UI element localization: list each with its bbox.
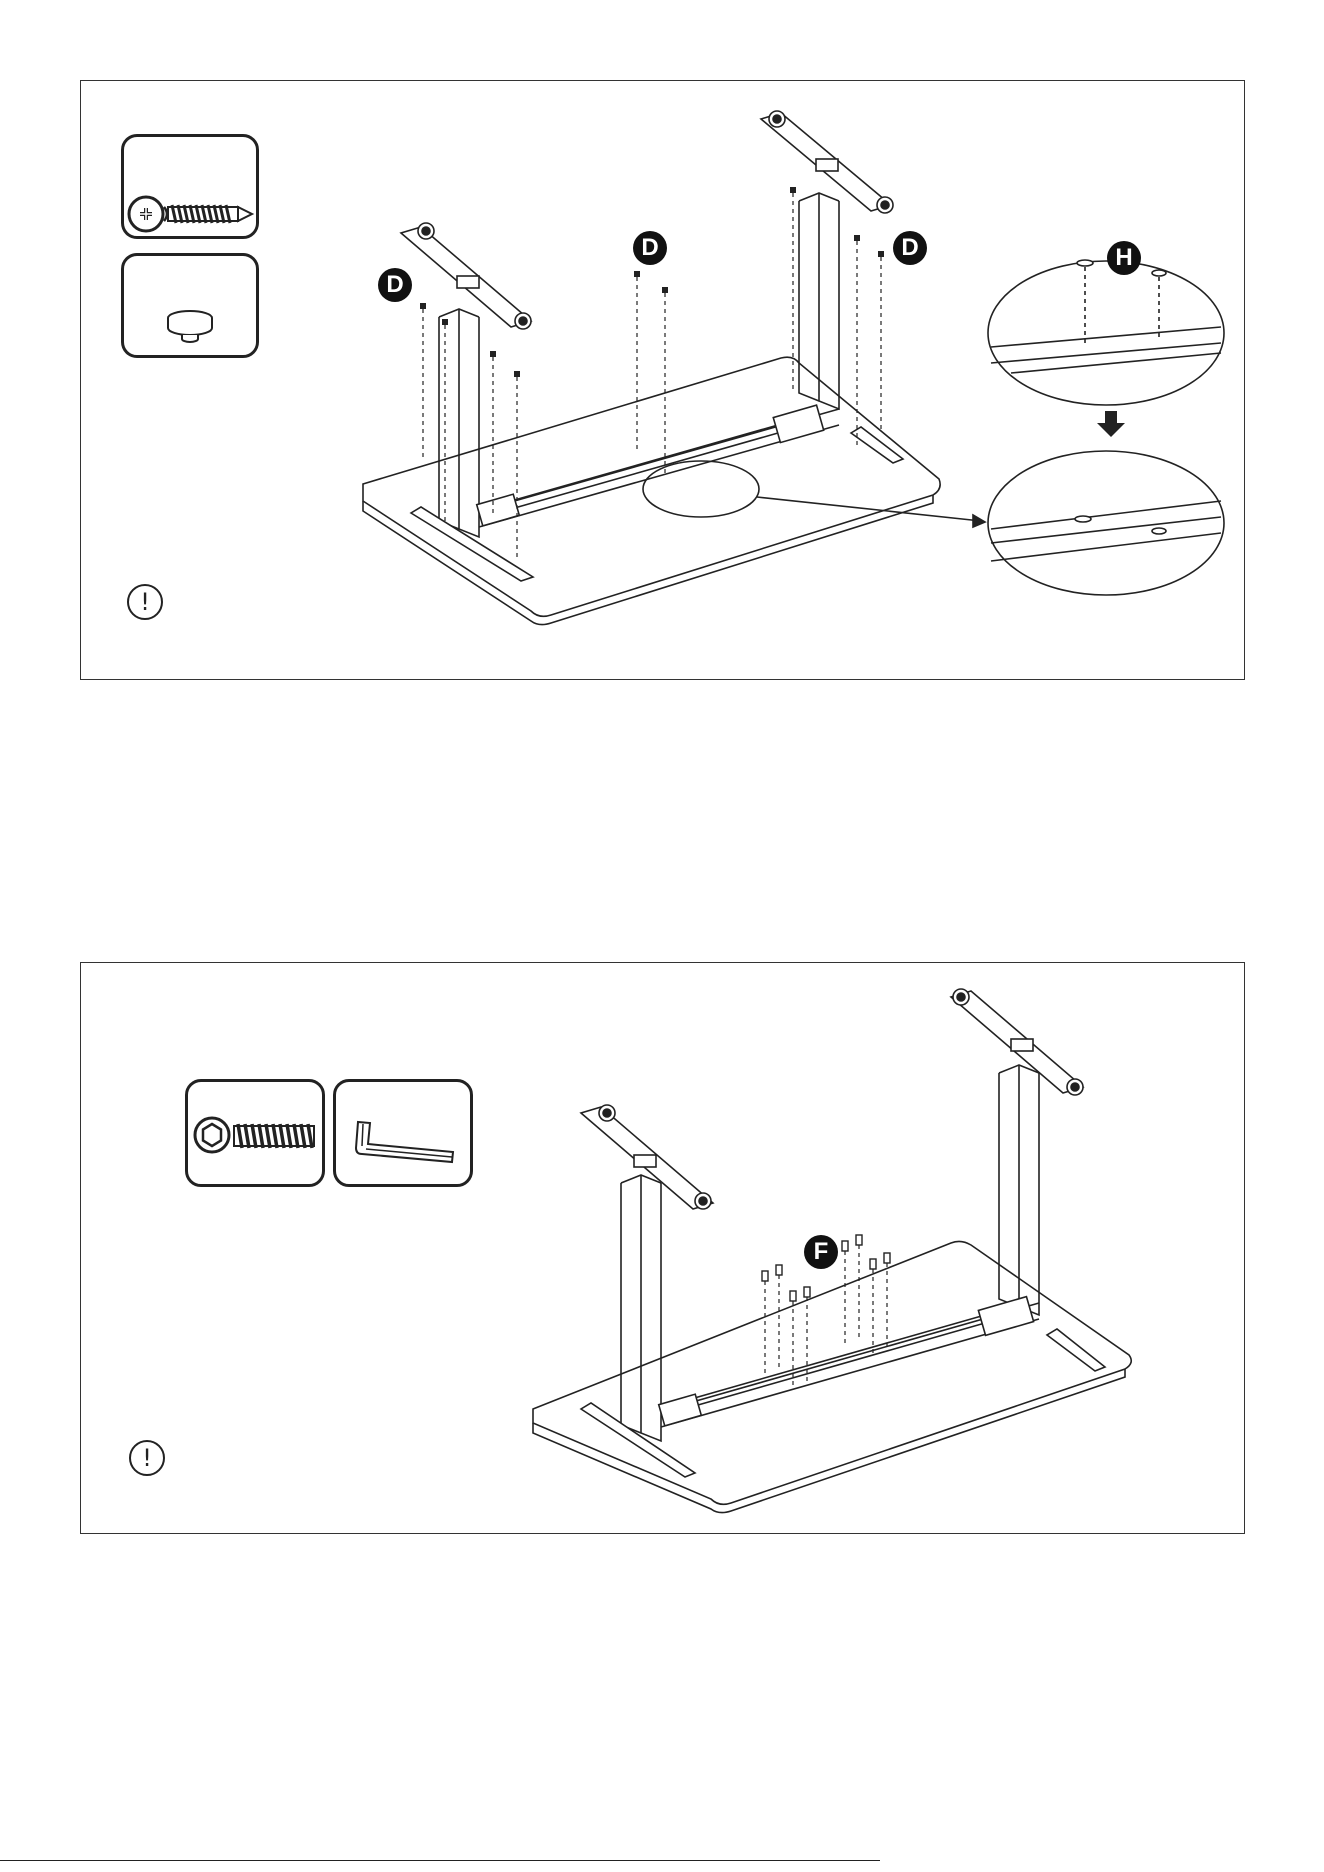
label-f-center: F — [804, 1235, 838, 1269]
label-h-detail: H — [1107, 241, 1141, 275]
step-1-panel: D D D H ! — [80, 80, 1245, 680]
desk-frame-drawing-2 — [81, 963, 1246, 1535]
footer-rule — [0, 1860, 880, 1861]
exclamation-icon: ! — [127, 584, 163, 620]
desk-frame-drawing-1 — [81, 81, 1246, 681]
step-2-panel: F ! — [80, 962, 1245, 1534]
label-d-center: D — [633, 231, 667, 265]
label-d-left: D — [378, 268, 412, 302]
exclamation-icon: ! — [129, 1440, 165, 1476]
label-d-right: D — [893, 231, 927, 265]
